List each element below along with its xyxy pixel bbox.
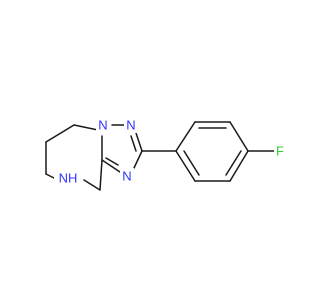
- bond-n3-c8a-double: [105, 157, 119, 166]
- atom-n1: N: [96, 117, 110, 133]
- bond-ph6-ph1-double: [183, 150, 200, 176]
- bond-c2-n3: [133, 150, 143, 169]
- bond-ph1-ph2: [175, 121, 196, 152]
- bond-c4-n1: [73, 124, 99, 131]
- atom-f: F: [274, 143, 286, 159]
- bond-n2-c2: [135, 132, 143, 152]
- bond-nh-c7: [83, 179, 101, 191]
- atom-f-label: F: [276, 144, 284, 159]
- atom-n2: N: [124, 117, 138, 133]
- bond-ph4-ph5: [229, 150, 249, 182]
- atom-labels: N N N NH F: [54, 117, 286, 186]
- bond-c6-nh: [45, 173, 55, 179]
- atom-n3-label: N: [122, 169, 131, 184]
- bonds: [45, 121, 275, 191]
- molecule-structure: N N N NH F: [45, 117, 286, 191]
- bond-ph3-ph4: [229, 121, 249, 152]
- atom-n1-label: N: [98, 118, 107, 133]
- bond-n2-c2-double: [130, 135, 137, 152]
- atom-nh: NH: [54, 170, 82, 186]
- bond-c5-c4: [45, 124, 75, 143]
- bond-c7-c8a: [99, 159, 103, 191]
- atom-n3: N: [120, 168, 134, 184]
- atom-n2-label: N: [126, 118, 135, 133]
- bond-ph4-ph5-double: [225, 150, 242, 176]
- bond-ph6-ph1: [175, 150, 196, 182]
- atom-nh-label: NH: [59, 171, 78, 186]
- bond-n3-c8a: [101, 159, 121, 173]
